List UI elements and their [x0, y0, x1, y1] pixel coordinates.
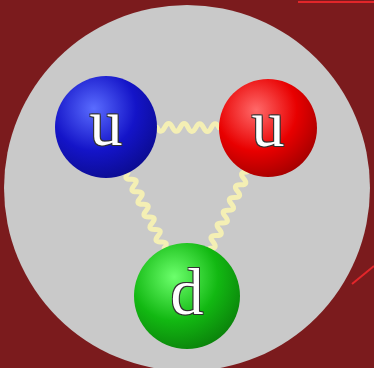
gluon-wave [126, 173, 166, 248]
proton-circle [4, 5, 370, 368]
gluon-line [126, 173, 166, 248]
gluon-line [157, 124, 219, 132]
quark-circle: u [55, 76, 157, 178]
gluon-wave [157, 124, 219, 132]
zoom-line [352, 266, 374, 284]
gluon-line [210, 172, 247, 248]
quark-circle: u [219, 79, 317, 177]
quark-label: d [171, 259, 204, 325]
gluon-wave [210, 172, 247, 248]
quark-label: u [252, 91, 285, 157]
quark-label: u [90, 90, 123, 156]
zoom-line [298, 1, 374, 3]
quark-circle: d [134, 243, 240, 349]
